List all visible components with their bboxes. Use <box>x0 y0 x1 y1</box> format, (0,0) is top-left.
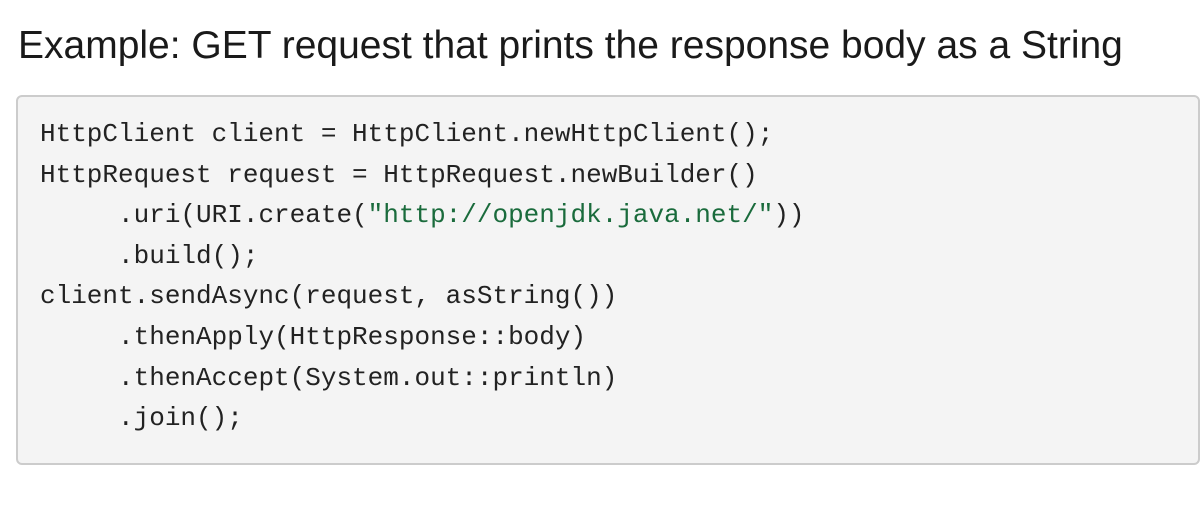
code-text: .thenApply(HttpResponse::body) <box>118 321 587 352</box>
code-line: HttpRequest request = HttpRequest.newBui… <box>40 155 1198 196</box>
section-heading: Example: GET request that prints the res… <box>18 24 1123 67</box>
code-line: HttpClient client = HttpClient.newHttpCl… <box>40 114 1198 155</box>
code-text: client.sendAsync(request, asString()) <box>40 281 618 312</box>
code-line: .join(); <box>40 398 1198 439</box>
code-line: .build(); <box>40 236 1198 277</box>
code-text: .join(); <box>118 403 243 434</box>
code-line: client.sendAsync(request, asString()) <box>40 276 1198 317</box>
code-text: )) <box>773 200 805 231</box>
string-literal: "http://openjdk.java.net/" <box>367 200 774 231</box>
code-line: .uri(URI.create("http://openjdk.java.net… <box>40 195 1198 236</box>
code-line: .thenApply(HttpResponse::body) <box>40 317 1198 358</box>
code-text: HttpRequest request = HttpRequest.newBui… <box>40 159 758 190</box>
code-text: .build(); <box>118 240 259 271</box>
code-block: HttpClient client = HttpClient.newHttpCl… <box>16 95 1200 465</box>
code-line: .thenAccept(System.out::println) <box>40 358 1198 399</box>
code-text: .uri(URI.create( <box>118 200 368 231</box>
code-text: .thenAccept(System.out::println) <box>118 362 618 393</box>
code-text: HttpClient client = HttpClient.newHttpCl… <box>40 119 774 149</box>
